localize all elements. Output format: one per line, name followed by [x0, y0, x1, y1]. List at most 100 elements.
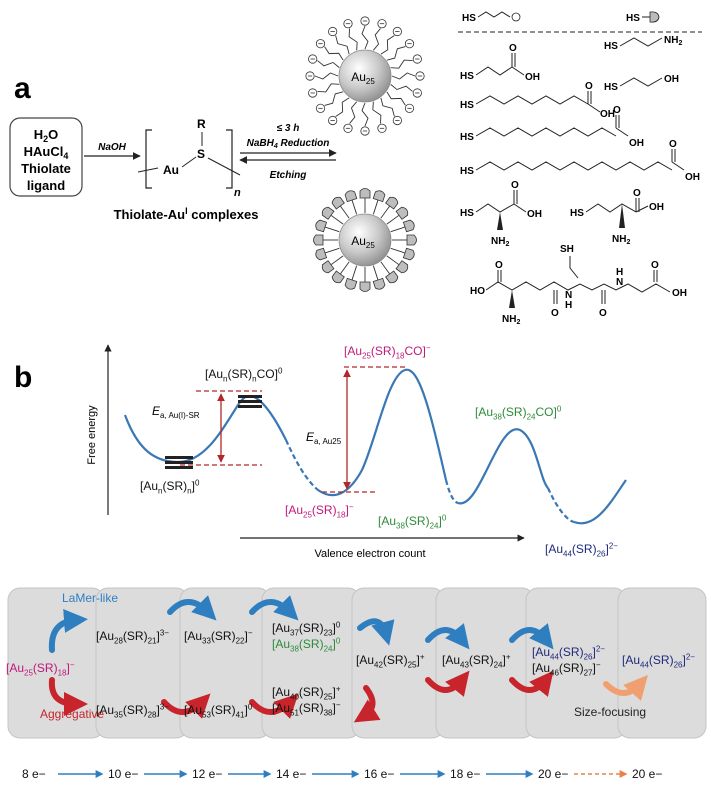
species-au35: [Au35(SR)28]3−	[96, 702, 169, 719]
ligand-stem	[351, 199, 358, 215]
mua-carbonyl	[615, 115, 620, 128]
electron-count-label: 20 e−	[632, 767, 662, 781]
ligand-stem	[324, 247, 340, 254]
ligand-stem	[380, 261, 391, 275]
ligand-bulky-head	[372, 190, 386, 203]
ligand-chain	[386, 46, 406, 61]
ligand-stem	[390, 247, 406, 254]
species-au43: [Au43(SR)24]+	[442, 652, 511, 669]
complex-bond-au-s	[181, 156, 197, 168]
ligand-chain	[349, 101, 358, 124]
species-au28: [Au28(SR)21]3−	[96, 628, 169, 645]
species-au44: [Au44(SR)26]2−	[532, 644, 605, 661]
ligand-bulky-head	[395, 206, 409, 220]
ligand-chain	[335, 35, 350, 55]
gsh-sh-bond	[569, 256, 579, 279]
ligand-chain	[361, 25, 369, 50]
ligand-legend-bulky-head-icon	[649, 11, 660, 23]
ligand-chain	[317, 60, 340, 69]
gsh-nh2: NH2	[502, 314, 520, 326]
mua-o: O	[613, 105, 621, 116]
ligand-bulky-head	[331, 270, 345, 284]
ligand-chain	[324, 46, 344, 61]
complex-n: n	[234, 187, 241, 199]
mercaptoethanol-chain	[619, 77, 663, 87]
homocysteine-oh-bond	[635, 205, 649, 213]
energy-profile-dashed-2	[444, 479, 459, 505]
ligand-stem	[390, 226, 406, 233]
mha-oh: OH	[600, 109, 615, 120]
ligand-bulky-head	[315, 219, 328, 233]
ligand-bulky-head	[372, 277, 386, 290]
gsh-carbonyl-3	[601, 290, 606, 304]
mhda-o: O	[669, 139, 677, 150]
ligand-bulky-head	[395, 260, 409, 274]
ligand-stem	[386, 214, 400, 225]
ligand-bulky-head	[313, 234, 324, 246]
etching-label: Etching	[270, 170, 307, 181]
ligand-chain	[348, 28, 358, 51]
mpa-hs: HS	[460, 71, 474, 82]
cysteine-o: O	[511, 180, 519, 191]
panel-a-label: a	[14, 72, 31, 105]
y-axis-label: Free energy	[86, 405, 98, 465]
gsh-carbonyl-1	[497, 270, 502, 282]
ligand-chain	[314, 72, 339, 80]
state-marker-aun-srn	[165, 456, 193, 469]
species-au38-sr24-co: [Au38(SR)24CO]0	[475, 404, 562, 421]
ligand-bulky-head	[406, 234, 417, 246]
reactant-water: H2O	[34, 127, 59, 144]
species-au53: [Au53(SR)41]0	[184, 702, 253, 719]
reduction-time: ≤ 3 h	[277, 123, 300, 134]
mpa-oh: OH	[525, 72, 540, 83]
homocysteine-nh2: NH2	[612, 234, 630, 246]
cysteine-hs: HS	[460, 208, 474, 219]
gsh-oh: OH	[672, 288, 687, 299]
species-au25-sr18-co: [Au25(SR)18CO]−	[344, 343, 431, 360]
ea-au-sr-label: Ea, Au(I)-SR	[152, 404, 200, 420]
ligand-bulky-head	[331, 196, 345, 210]
species-aun-srn-co: [Aun(SR)nCO]0	[205, 366, 283, 383]
mercaptoethanol-oh: OH	[664, 74, 679, 85]
energy-profile-dashed-1	[284, 439, 319, 491]
homocysteine-amine-wedge	[619, 204, 625, 228]
electron-count-label: 10 e−	[108, 767, 138, 781]
species-au42: [Au42(SR)25]+	[356, 652, 425, 669]
ligand-legend-hs-2: HS	[626, 13, 640, 24]
ligand-bulky-head	[385, 270, 399, 284]
cysteine-amine-wedge	[497, 212, 503, 230]
panel-c: LaMer-like Aggregative Size-focusing [Au…	[6, 587, 707, 781]
electron-count-label: 20 e−	[538, 767, 568, 781]
gsh-o-1: O	[495, 260, 503, 271]
ligand-stem	[386, 255, 400, 266]
mua-oh-bond	[615, 127, 629, 137]
gsh-carbonyl-2	[553, 290, 558, 304]
ligand-chain	[391, 72, 416, 80]
state-marker-aun-srn-co	[238, 395, 262, 408]
complex-caption: Thiolate-AuI complexes	[114, 206, 259, 222]
ligand-bulky-head	[385, 196, 399, 210]
reactants-box	[9, 117, 83, 197]
reactant-thiolate: Thiolate	[21, 161, 71, 176]
au25-cluster-bulky: Au25	[313, 188, 417, 292]
mhda-hs: HS	[460, 166, 474, 177]
ligand-stem	[324, 226, 340, 233]
homocysteine-chain	[585, 203, 637, 213]
gsh-n-1: N	[565, 290, 572, 301]
ligand-legend-charge-icon	[511, 12, 521, 22]
reactant-ligand: ligand	[27, 178, 65, 193]
aggregative-label: Aggregative	[40, 707, 104, 721]
cysteine-nh2: NH2	[491, 236, 509, 248]
ligand-stem	[330, 214, 344, 225]
ligand-stem	[339, 261, 350, 275]
mha-o: O	[585, 81, 593, 92]
panel-b-label: b	[14, 361, 32, 394]
species-au46: [Au46(SR)27]−	[532, 660, 601, 677]
mha-chain	[475, 95, 589, 105]
ligand-chain	[361, 102, 369, 127]
mpa-carbonyl	[511, 53, 516, 67]
mha-oh-bond	[587, 103, 601, 113]
electron-count-label: 14 e−	[276, 767, 306, 781]
lamer-arrows	[48, 595, 554, 653]
